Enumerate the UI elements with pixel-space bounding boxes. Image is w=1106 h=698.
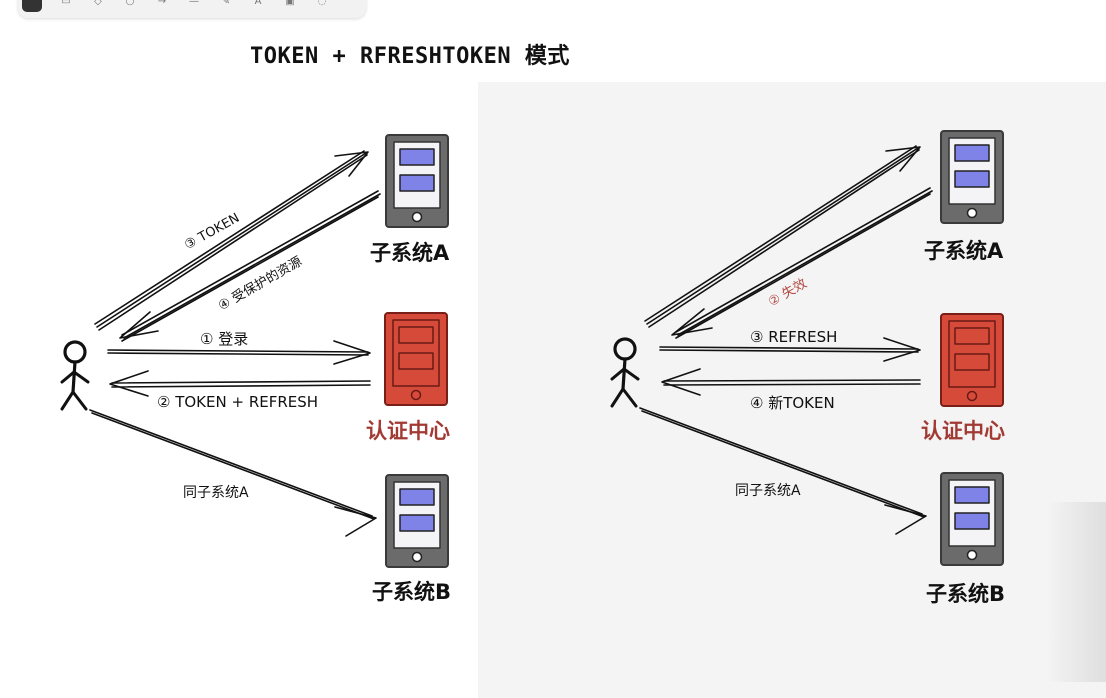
right-arrow-expired [671,187,933,339]
left-login-label: ① 登录 [200,330,249,348]
right-subsystem-b-device-icon [940,472,1004,566]
image-tool-icon[interactable]: ▣ [285,0,295,7]
select-tool-button[interactable] [22,0,42,12]
circle-tool-icon[interactable]: ○ [125,0,135,7]
right-subsystem-b-label: 子系统B [926,582,1006,606]
left-arrow-protected-resource [119,190,381,342]
right-subsystem-a-device-icon [940,130,1004,224]
left-subsystem-b-label: 子系统B [372,580,452,604]
line-tool-icon[interactable]: — [189,0,199,7]
left-subsystem-b-device-icon [385,474,449,568]
pen-tool-icon[interactable]: ✎ [221,0,231,7]
right-refresh-label: ③ REFRESH [750,328,838,346]
page-shadow [1046,502,1106,682]
right-new-token-label: ④ 新TOKEN [750,394,835,412]
right-auth-center-label: 认证中心 [921,419,1005,443]
right-auth-center-device-icon [940,313,1004,407]
left-token-refresh-label: ② TOKEN + REFRESH [157,393,319,411]
diamond-tool-icon[interactable]: ◇ [94,0,102,7]
left-arrow-same-subsystem [89,409,377,537]
right-subsystem-a-label: 子系统A [924,239,1004,263]
left-same-subsystem-label: 同子系统A [183,485,249,501]
text-tool-icon[interactable]: A [254,0,262,7]
right-diagram [610,130,1004,566]
right-arrow-new-token [661,368,921,396]
left-arrow-token-refresh [109,370,371,397]
right-arrow-refresh [659,337,921,362]
rectangle-tool-icon[interactable]: ▭ [61,0,71,7]
arrow-tool-icon[interactable]: → [157,0,167,7]
drawing-toolbar: ▭ ◇ ○ → — ✎ A ▣ ◌ [18,0,366,18]
left-subsystem-a-device-icon [385,134,449,228]
eraser-tool-icon[interactable]: ◌ [317,0,327,7]
page-title: TOKEN + RFRESHTOKEN 模式 [250,44,570,69]
left-subsystem-a-label: 子系统A [370,241,450,265]
left-auth-center-label: 认证中心 [366,419,450,443]
left-arrow-login [107,340,371,365]
left-diagram [60,134,449,568]
left-arrow-token [94,150,369,331]
right-arrow-request [644,145,921,328]
left-user-stickman-icon [60,340,90,411]
right-user-stickman-icon [610,337,640,408]
right-same-subsystem-label: 同子系统A [735,483,801,499]
right-arrow-same-subsystem [639,407,927,535]
left-auth-center-device-icon [384,312,448,406]
